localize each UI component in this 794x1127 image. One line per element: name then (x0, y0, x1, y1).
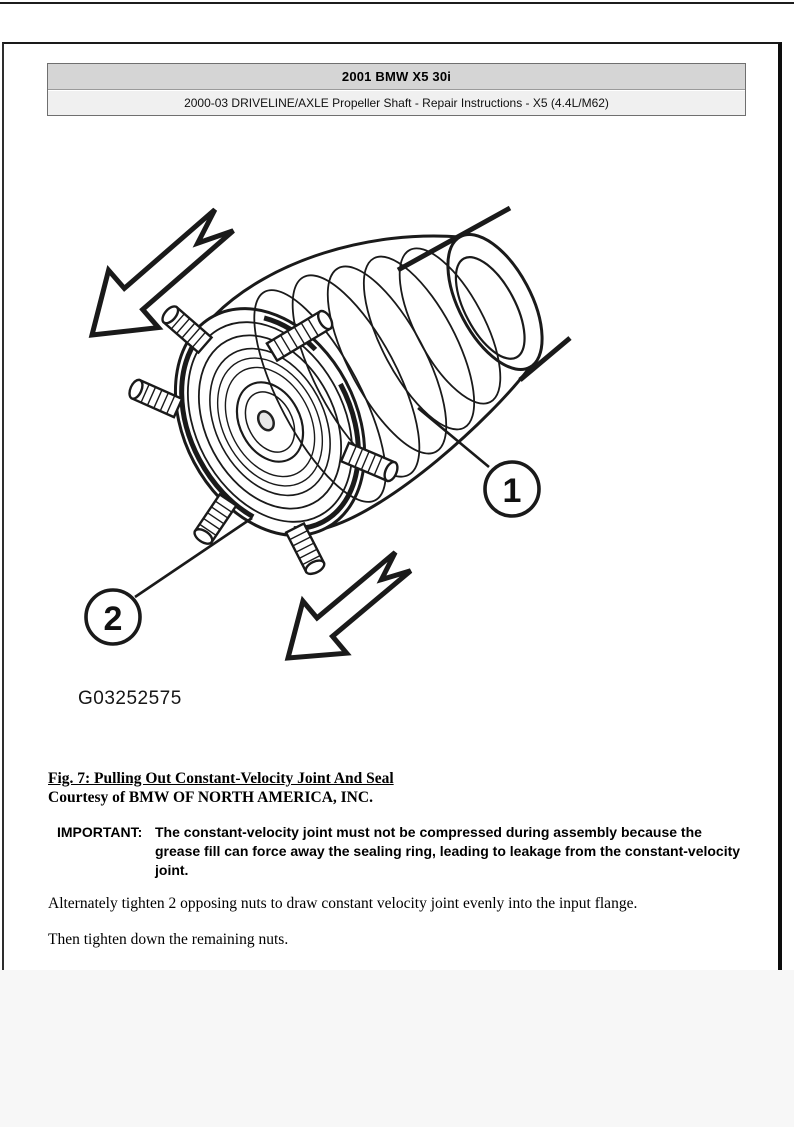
joint-body-ribs (253, 247, 502, 503)
top-rule (0, 2, 794, 4)
figure-caption-courtesy: Courtesy of BMW OF NORTH AMERICA, INC. (48, 789, 373, 806)
figure-caption: Fig. 7: Pulling Out Constant-Velocity Jo… (48, 769, 394, 807)
instruction-paragraph-1: Alternately tighten 2 opposing nuts to d… (48, 895, 638, 912)
joint-body-silhouette (212, 234, 532, 530)
header-table: 2001 BMW X5 30i 2000-03 DRIVELINE/AXLE P… (47, 63, 746, 116)
callout-2: 2 (84, 516, 253, 646)
figure-image-code: G03252575 (78, 688, 182, 709)
arrow-upper-left (88, 207, 235, 338)
flange-studs (128, 305, 399, 576)
important-note: IMPORTANT: The constant-velocity joint m… (57, 823, 743, 880)
callout-2-number: 2 (104, 600, 123, 638)
callout-1: 1 (417, 407, 541, 518)
footer-band (0, 970, 794, 1127)
instruction-paragraph-2: Then tighten down the remaining nuts. (48, 931, 289, 948)
figure-caption-title: Fig. 7: Pulling Out Constant-Velocity Jo… (48, 770, 394, 787)
important-label: IMPORTANT: (57, 824, 143, 840)
page-title: 2001 BMW X5 30i (48, 64, 745, 89)
page-subtitle: 2000-03 DRIVELINE/AXLE Propeller Shaft -… (48, 89, 745, 115)
important-text: The constant-velocity joint must not be … (155, 824, 741, 878)
propeller-shaft-lines (396, 205, 572, 382)
arrow-lower (284, 550, 413, 661)
cv-joint-figure: 1 2 (84, 205, 572, 661)
content-frame (2, 42, 782, 970)
callout-1-number: 1 (503, 472, 522, 510)
